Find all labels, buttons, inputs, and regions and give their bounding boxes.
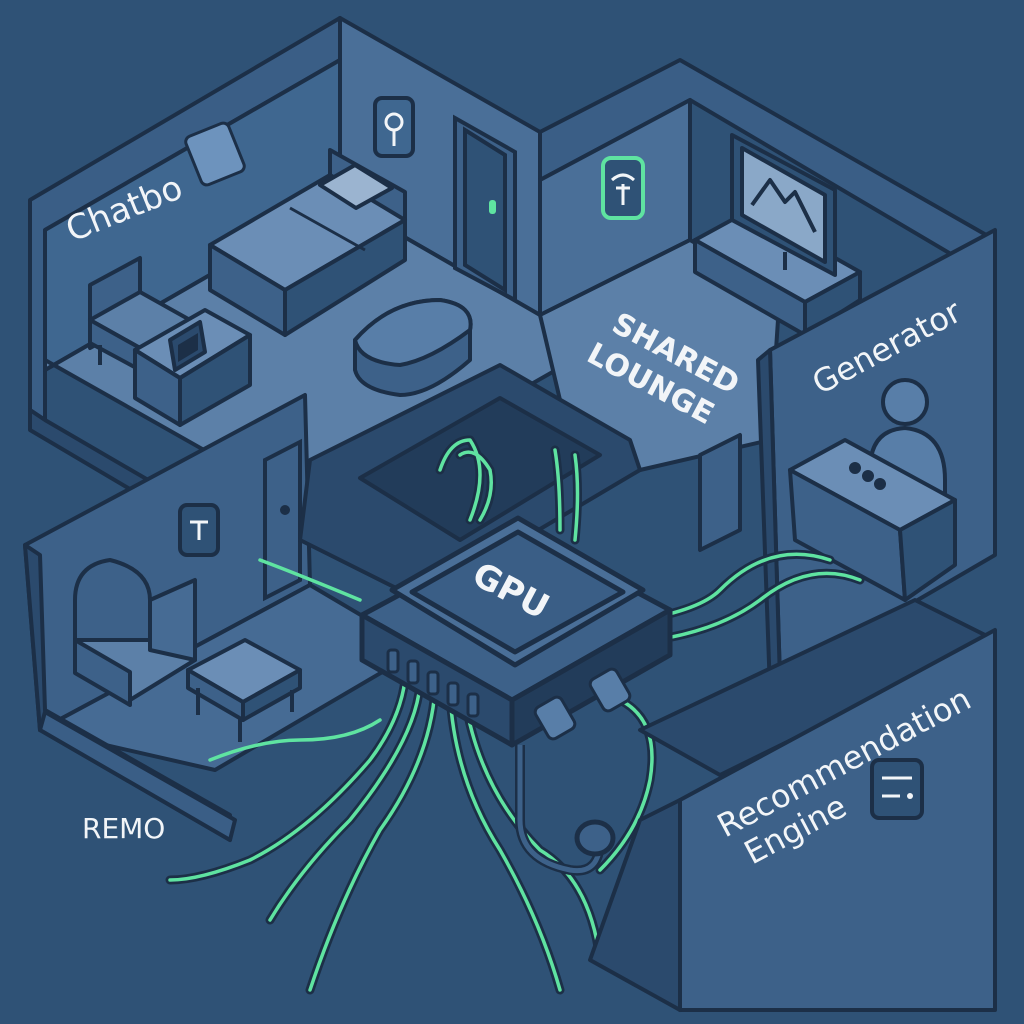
- bed: [208, 148, 407, 337]
- control-console: [788, 438, 957, 602]
- ottoman: [353, 298, 473, 397]
- recommendation-room: [588, 598, 997, 1012]
- coffee-table: [186, 638, 302, 742]
- t-sign-icon: [178, 503, 220, 557]
- gpu-chip: [359, 515, 673, 876]
- remote-door: [263, 438, 302, 602]
- remote-room-label: REMO: [82, 812, 165, 845]
- laptop-icon: [178, 333, 198, 362]
- data-traces: [165, 435, 865, 995]
- armchair: [73, 558, 197, 707]
- tv-stand: [693, 208, 862, 337]
- tesla-sign-icon: [601, 156, 645, 220]
- server-panel-icon: [870, 758, 924, 820]
- keyhole-sign-icon: [373, 96, 415, 158]
- desk: [133, 308, 252, 427]
- chatbot-label-blank-tag: [184, 121, 246, 187]
- mountain-image-icon: [730, 133, 837, 277]
- door: [453, 114, 517, 304]
